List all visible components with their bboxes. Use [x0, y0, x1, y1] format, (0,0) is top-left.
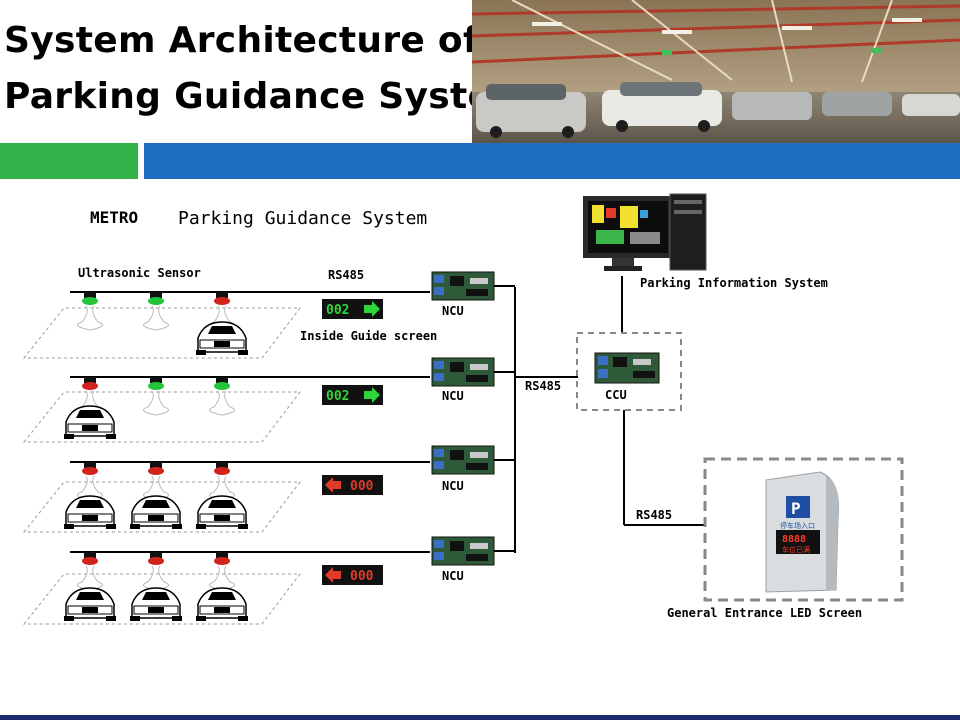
- car-icon: [196, 495, 248, 529]
- system-name-label: Parking Guidance System: [178, 208, 427, 229]
- car-icon: [130, 495, 182, 529]
- ncu-board: [431, 271, 495, 301]
- rs485-low-label: RS485: [636, 508, 672, 522]
- ccu-label: CCU: [605, 388, 627, 402]
- ncu-label: NCU: [442, 479, 464, 493]
- parking-floor: [22, 391, 302, 443]
- bottom-rule: [0, 715, 960, 720]
- ncu-label: NCU: [442, 389, 464, 403]
- general-entrance-led-screen-label: General Entrance LED Screen: [667, 606, 862, 620]
- parking-floor: [22, 481, 302, 533]
- ultrasonic-sensor: [77, 462, 103, 501]
- accent-bar-blue: [144, 143, 960, 179]
- inside-guide-display: 002: [322, 385, 383, 405]
- guide-display-count: 000: [350, 479, 374, 494]
- car-icon: [64, 405, 116, 439]
- arrow-right-icon: [364, 301, 380, 317]
- ultrasonic-sensor: [143, 377, 169, 416]
- inside-guide-display: 000: [322, 475, 383, 495]
- ultrasonic-sensor: [143, 552, 169, 591]
- car-icon: [64, 495, 116, 529]
- car-icon: [130, 587, 182, 621]
- ncu-board: [431, 536, 495, 566]
- arrow-left-icon: [325, 477, 341, 493]
- entrance-p-sign: P: [791, 499, 801, 518]
- car-icon: [196, 587, 248, 621]
- ultrasonic-sensor: [77, 552, 103, 591]
- accent-bar-green: [0, 143, 138, 179]
- ncu-board: [431, 445, 495, 475]
- entrance-dashed-box: [703, 457, 904, 602]
- slide-title-line-1: System Architecture of: [4, 20, 479, 61]
- parking-garage-photo: [472, 0, 960, 143]
- title-block: System Architecture of Parking Guidance …: [0, 0, 492, 142]
- ultrasonic-sensor-label: Ultrasonic Sensor: [78, 266, 201, 280]
- entrance-line-1: 停车场入口: [780, 521, 815, 530]
- parking-information-system-computer: [583, 193, 707, 271]
- ultrasonic-sensor: [77, 292, 103, 331]
- arrow-left-icon: [325, 567, 341, 583]
- slide-title-line-2: Parking Guidance Syste: [4, 76, 493, 117]
- architecture-diagram: METRO Parking Guidance System Ultrasonic…: [22, 193, 904, 625]
- ccu-dashed-box: [576, 332, 682, 411]
- ultrasonic-sensor: [143, 462, 169, 501]
- brand-label: METRO: [90, 208, 138, 227]
- guide-display-count: 002: [326, 303, 349, 318]
- entrance-digits: 8888: [782, 534, 806, 545]
- car-icon: [196, 321, 248, 355]
- ultrasonic-sensor: [209, 377, 235, 416]
- rs485-top-label: RS485: [328, 268, 364, 282]
- ncu-label: NCU: [442, 569, 464, 583]
- guide-display-count: 000: [350, 569, 374, 584]
- arrow-right-icon: [364, 387, 380, 403]
- ccu-board: [594, 352, 660, 384]
- parking-floor: [22, 307, 302, 359]
- inside-guide-display: 002: [322, 299, 383, 319]
- inside-guide-screen-label: Inside Guide screen: [300, 329, 437, 343]
- ncu-label: NCU: [442, 304, 464, 318]
- ultrasonic-sensor: [209, 462, 235, 501]
- entrance-led-pillar: P 停车场入口 8888 车位已满: [765, 471, 840, 593]
- ultrasonic-sensor: [143, 292, 169, 331]
- ultrasonic-sensor: [209, 552, 235, 591]
- inside-guide-display: 000: [322, 565, 383, 585]
- car-icon: [64, 587, 116, 621]
- guide-display-count: 002: [326, 389, 349, 404]
- entrance-line-2: 车位已满: [782, 545, 810, 554]
- parking-information-system-label: Parking Information System: [640, 276, 828, 290]
- ncu-board: [431, 357, 495, 387]
- rs485-mid-label: RS485: [525, 379, 561, 393]
- parking-floor: [22, 573, 302, 625]
